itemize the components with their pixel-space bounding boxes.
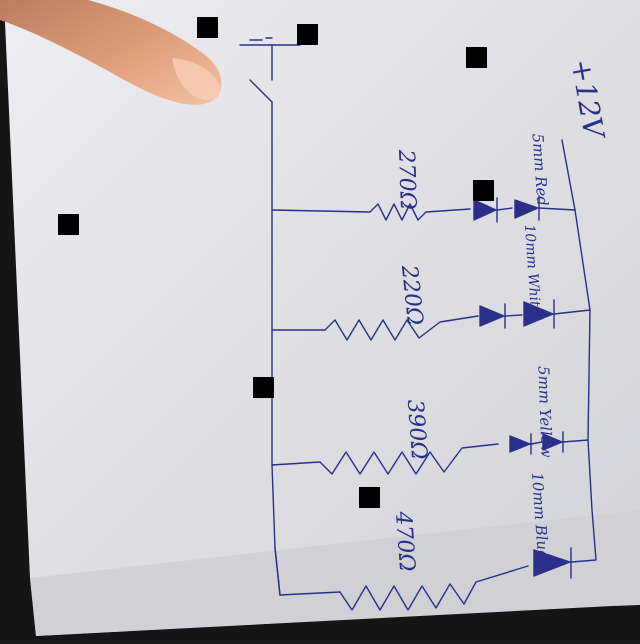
- led-3-label: 5mm Yellow: [534, 366, 555, 458]
- resistor-4-label-group: 470Ω: [390, 510, 419, 573]
- resistor-3: [319, 443, 499, 475]
- resistor-4: [339, 565, 529, 611]
- occluder-square: [359, 487, 380, 508]
- resistor-1: [369, 203, 471, 221]
- led-3b: [542, 433, 563, 451]
- led-3-label-group: 5mm Yellow: [534, 366, 555, 458]
- resistor-1-label-group: 270Ω: [393, 148, 420, 210]
- led-1-label-group: 5mm Red: [528, 133, 551, 207]
- battery-symbol: [239, 37, 301, 81]
- occluder-square: [473, 180, 494, 201]
- resistor-1-label: 270Ω: [393, 148, 420, 210]
- finger: [0, 0, 222, 105]
- led-2-label-group: 10mm White: [521, 224, 543, 316]
- branch-3: [271, 431, 589, 475]
- branch-1: [271, 195, 576, 223]
- paper-fold-shadow: [30, 510, 640, 636]
- led-4: [533, 549, 571, 577]
- led-1a: [473, 199, 497, 221]
- led-2a: [479, 305, 505, 327]
- occluder-square: [253, 377, 274, 398]
- branch-4: [274, 547, 572, 611]
- led-3a: [509, 435, 531, 453]
- occluder-square: [297, 24, 318, 45]
- led-2-label: 10mm White: [521, 224, 543, 316]
- fingernail: [172, 58, 221, 100]
- led-1b: [514, 199, 539, 219]
- branch-2: [271, 299, 591, 341]
- occluder-square: [197, 17, 218, 38]
- resistor-2: [324, 315, 479, 341]
- occluder-square: [466, 47, 487, 68]
- resistor-3-label-group: 390Ω: [402, 399, 431, 461]
- led-1-label: 5mm Red: [528, 133, 551, 207]
- occluder-square: [58, 214, 79, 235]
- resistor-3-label: 390Ω: [402, 399, 431, 461]
- switch-arm: [249, 79, 273, 103]
- led-2b: [523, 301, 554, 327]
- resistor-4-label: 470Ω: [390, 510, 419, 573]
